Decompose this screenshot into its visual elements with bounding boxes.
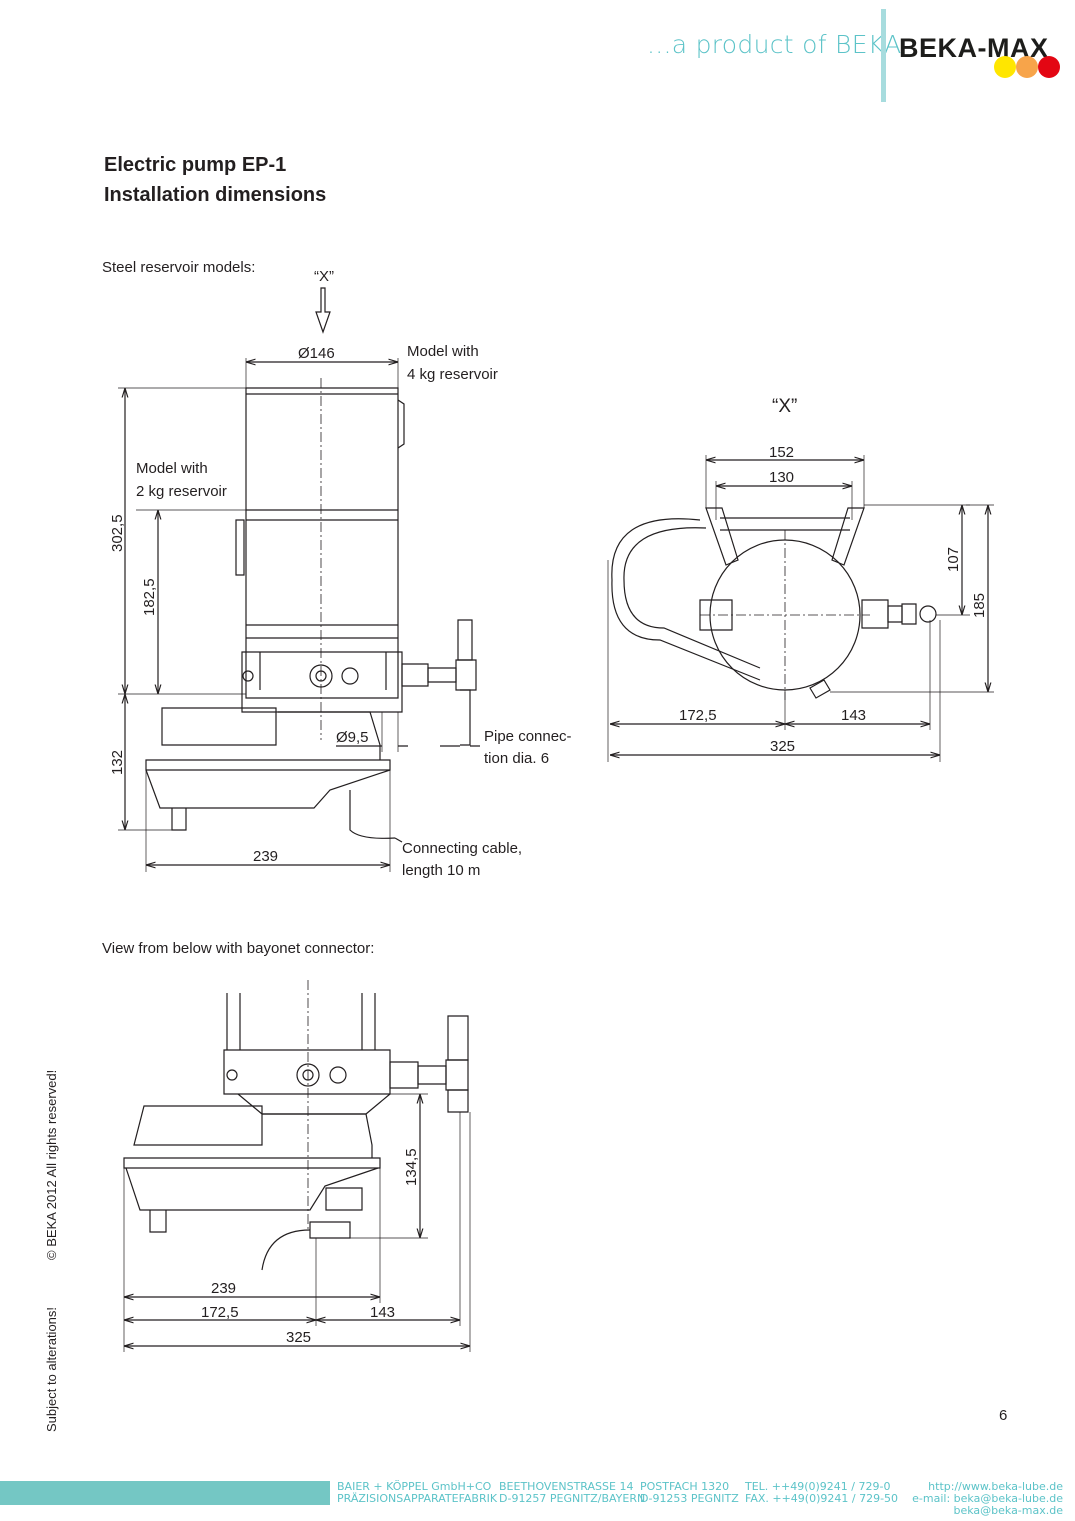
footer-postbox-line2: D-91253 PEGNITZ [640, 1492, 739, 1505]
footer-email-link-2[interactable]: beka@beka-max.de [953, 1504, 1063, 1517]
page-number: 6 [999, 1407, 1008, 1424]
label-2kg-line2: 2 kg reservoir [136, 483, 227, 500]
dim-143-top: 143 [841, 707, 866, 724]
footer-phone: TEL. ++49(0)9241 / 729-0 FAX. ++49(0)924… [745, 1481, 898, 1505]
footer-website-link[interactable]: http://www.beka-lube.de [928, 1480, 1063, 1493]
dim-dia-146: Ø146 [298, 345, 335, 362]
footer-web: http://www.beka-lube.de e-mail: beka@bek… [901, 1481, 1063, 1517]
section-heading-steel: Steel reservoir models: [102, 259, 256, 276]
dim-143-below: 143 [370, 1304, 395, 1321]
dim-239-side: 239 [253, 848, 278, 865]
label-4kg-line1: Model with [407, 343, 479, 360]
dim-172-5-below: 172,5 [201, 1304, 239, 1321]
footer-postbox-line1: POSTFACH 1320 [640, 1480, 730, 1493]
label-pipe-line1: Pipe connec- [484, 728, 572, 745]
dim-325-below: 325 [286, 1329, 311, 1346]
dim-185: 185 [971, 593, 988, 618]
header-divider [881, 9, 886, 102]
dim-134-5: 134,5 [403, 1148, 420, 1186]
dim-302-5: 302,5 [109, 514, 126, 552]
dim-239-below: 239 [211, 1280, 236, 1297]
footer-company-line1: BAIER + KÖPPEL GmbH+CO [337, 1480, 492, 1493]
footer-street: BEETHOVENSTRASSE 14 D-91257 PEGNITZ/BAYE… [499, 1481, 645, 1505]
footer-company: BAIER + KÖPPEL GmbH+CO PRÄZISIONSAPPARAT… [337, 1481, 497, 1505]
dim-130: 130 [769, 469, 794, 486]
tagline: ...a product of BEKA [647, 30, 902, 59]
dim-172-5-top: 172,5 [679, 707, 717, 724]
footer-email-link[interactable]: e-mail: beka@beka-lube.de [912, 1492, 1063, 1505]
footer-postbox: POSTFACH 1320 D-91253 PEGNITZ [640, 1481, 739, 1505]
footer-phone-line1: TEL. ++49(0)9241 / 729-0 [745, 1480, 891, 1493]
dim-132: 132 [109, 750, 126, 775]
dim-182-5: 182,5 [141, 578, 158, 616]
label-pipe-line2: tion dia. 6 [484, 750, 549, 767]
label-cable-line2: length 10 m [402, 862, 480, 879]
label-cable-line1: Connecting cable, [402, 840, 522, 857]
logo-dot-yellow [994, 56, 1016, 78]
logo-dot-red [1038, 56, 1060, 78]
label-4kg-line2: 4 kg reservoir [407, 366, 498, 383]
section-heading-below: View from below with bayonet connector: [102, 940, 375, 957]
label-2kg-line1: Model with [136, 460, 208, 477]
dim-dia-9-5: Ø9,5 [336, 729, 369, 746]
dim-325-top: 325 [770, 738, 795, 755]
page-title: Electric pump EP-1 [104, 154, 287, 176]
top-view-title: “X” [772, 396, 797, 417]
footer-phone-line2: FAX. ++49(0)9241 / 729-50 [745, 1492, 899, 1505]
footer-street-line1: BEETHOVENSTRASSE 14 [499, 1480, 634, 1493]
footer-street-line2: D-91257 PEGNITZ/BAYERN [499, 1492, 646, 1505]
page-subtitle: Installation dimensions [104, 184, 327, 206]
footer-bar [0, 1481, 330, 1505]
copyright-notice: © BEKA 2012 All rights reserved! [44, 1069, 59, 1260]
dim-107: 107 [945, 547, 962, 572]
logo-dot-orange [1016, 56, 1038, 78]
footer-company-line2: PRÄZISIONSAPPARATEFABRIK [337, 1492, 498, 1505]
alterations-notice: Subject to alterations! [44, 1306, 59, 1432]
dim-152: 152 [769, 444, 794, 461]
view-marker-x: “X” [314, 268, 334, 285]
